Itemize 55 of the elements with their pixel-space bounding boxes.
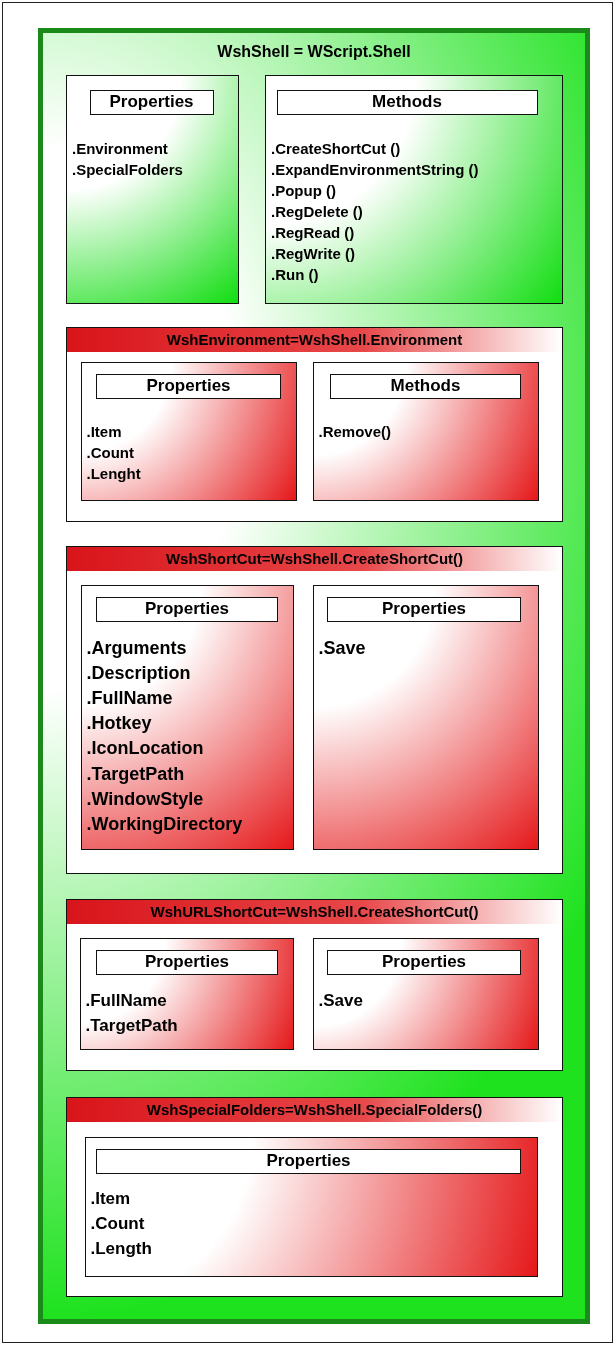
panel-header: Methods: [330, 374, 521, 399]
member-name: .Run (): [271, 265, 320, 285]
member-name: .Environment: [72, 139, 169, 159]
member-name: .FullName: [85, 989, 168, 1012]
member-name: .RegWrite (): [271, 244, 356, 264]
member-name: .IconLocation: [86, 737, 205, 761]
member-name: .Popup (): [271, 181, 337, 201]
member-panel: [312, 361, 539, 501]
member-panel: [80, 361, 297, 501]
panel-header: Properties: [327, 950, 521, 975]
member-name: .TargetPath: [85, 1014, 178, 1037]
member-name: .Count: [86, 442, 135, 463]
object-section: [66, 899, 563, 1071]
member-name: .Item: [86, 421, 123, 442]
member-name: .RegDelete (): [271, 202, 364, 222]
member-panel: [79, 937, 294, 1050]
panel-header: Properties: [96, 950, 278, 975]
panel-header: Properties: [96, 1149, 521, 1174]
member-name: .Arguments: [86, 636, 188, 660]
member-name: .Remove(): [318, 421, 392, 442]
member-name: .Lenght: [86, 463, 141, 484]
member-name: .TargetPath: [86, 762, 186, 786]
member-name: .Description: [86, 661, 192, 685]
member-name: .Save: [318, 989, 363, 1012]
member-panel: [312, 937, 539, 1050]
member-panel: [66, 75, 239, 304]
panel-header: Properties: [96, 597, 278, 622]
object-section: [66, 327, 563, 522]
member-panel: [312, 584, 539, 850]
member-name: .RegRead (): [271, 223, 356, 243]
object-title: WshEnvironment=WshShell.Environment: [67, 328, 562, 352]
object-section: [66, 546, 563, 874]
panel-header: Properties: [96, 374, 281, 399]
member-name: .SpecialFolders: [72, 160, 183, 180]
panel-header: Properties: [89, 89, 214, 115]
panel-header: Properties: [327, 597, 521, 622]
member-name: .Length: [90, 1237, 152, 1260]
member-name: .Save: [318, 636, 366, 660]
member-name: .ExpandEnvironmentString (): [271, 160, 479, 180]
member-panel: [265, 75, 563, 304]
panel-header: Methods: [276, 89, 538, 115]
member-name: .CreateShortCut (): [271, 139, 402, 159]
object-title: WshShortCut=WshShell.CreateShortCut(): [67, 547, 562, 571]
frame-title: WshShell = WScript.Shell: [216, 43, 412, 61]
object-section: [66, 1097, 563, 1297]
member-panel: [84, 1136, 538, 1277]
member-panel: [80, 584, 294, 850]
member-name: .Count: [90, 1212, 146, 1235]
object-title: WshSpecialFolders=WshShell.SpecialFolders(): [67, 1098, 562, 1122]
member-name: .Item: [90, 1187, 132, 1210]
member-name: .WorkingDirectory: [86, 812, 243, 836]
member-name: .WindowStyle: [86, 787, 205, 811]
member-name: .FullName: [86, 686, 174, 710]
object-title: WshURLShortCut=WshShell.CreateShortCut(): [67, 900, 562, 924]
member-name: .Hotkey: [86, 712, 153, 736]
